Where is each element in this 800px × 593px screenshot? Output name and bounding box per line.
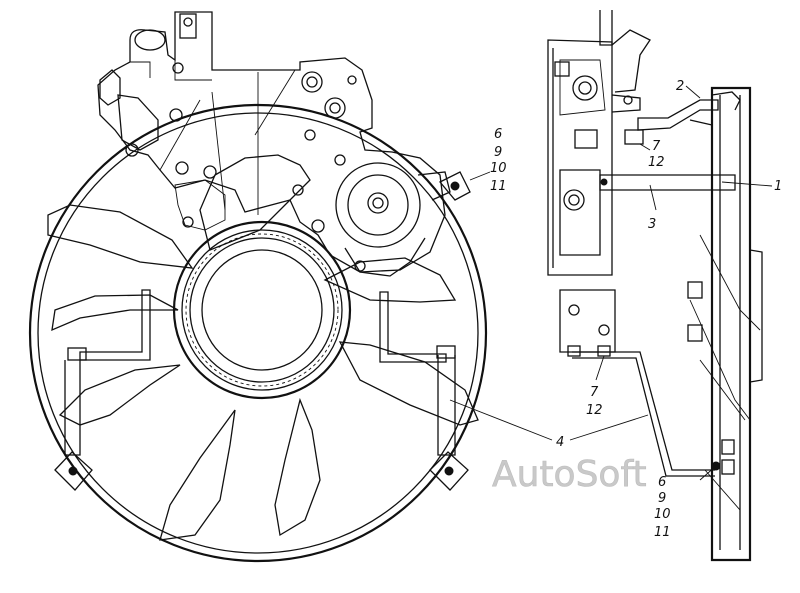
callout-10-front: 10	[490, 161, 507, 176]
shroud-brackets	[54, 171, 471, 491]
callout-11-front: 11	[490, 179, 507, 194]
callout-6-side: 6	[658, 475, 666, 490]
callout-9-front: 9	[494, 145, 502, 160]
callout-12-lower: 12	[586, 403, 603, 418]
watermark: AutoSoft	[492, 454, 647, 495]
callout-9-side: 9	[658, 491, 666, 506]
callout-10-side: 10	[654, 507, 671, 522]
water-pump	[335, 162, 421, 248]
callout-7-upper: 7	[652, 139, 661, 154]
engine-housing	[97, 11, 451, 277]
callout-2: 2	[676, 79, 684, 94]
fan-hub	[172, 220, 352, 400]
callout-3: 3	[648, 217, 656, 232]
front-view	[28, 11, 488, 563]
side-view	[547, 10, 763, 562]
callout-11-side: 11	[654, 525, 671, 540]
callout-7-lower: 7	[590, 385, 599, 400]
callout-4: 4	[556, 435, 564, 450]
callout-12-upper: 12	[648, 155, 665, 170]
fan-blades	[47, 154, 479, 541]
callout-1: 1	[774, 179, 782, 194]
leader-lines	[449, 85, 773, 481]
callout-labels: 6 9 10 11 2 7 12 1 3 7 12 4 6 9 10 11	[490, 79, 782, 540]
callout-6-front: 6	[494, 127, 502, 142]
